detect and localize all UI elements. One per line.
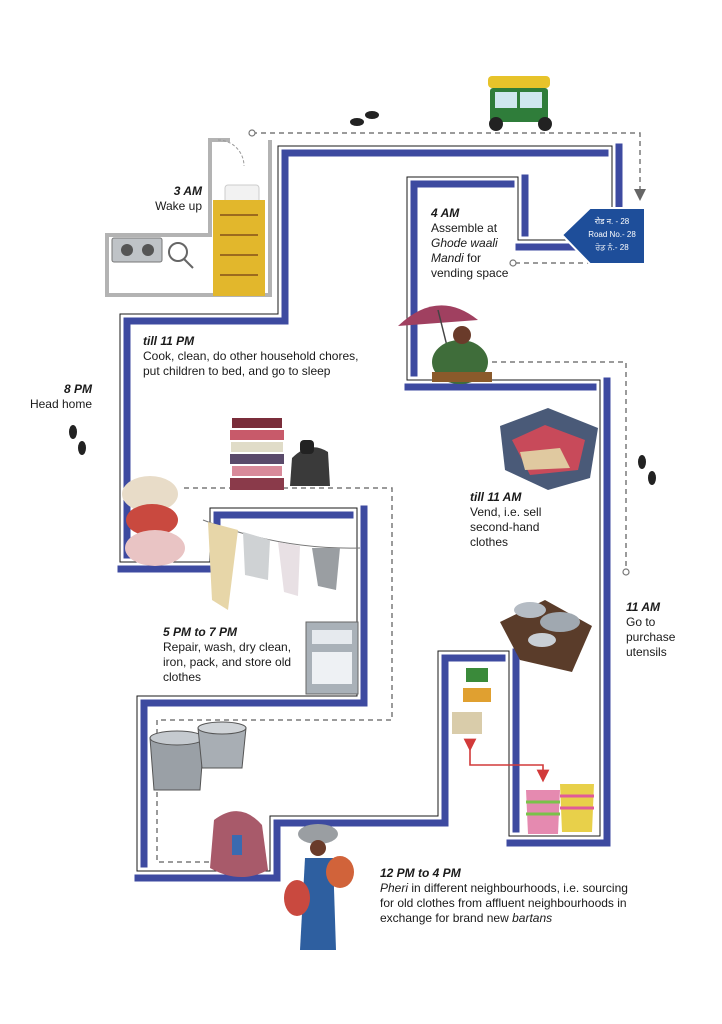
label-pheri: 12 PM to 4 PM Pheri in different neighbo… xyxy=(380,866,680,926)
road-sign-line1: रोड न. - 28 xyxy=(595,216,630,226)
label-assemble-line2: Ghode waali xyxy=(431,236,498,250)
label-pheri-line1b: in different neighbourhoods, i.e. sourci… xyxy=(408,881,628,895)
label-pheri-line3a: exchange for brand new xyxy=(380,911,513,925)
label-repair-line3: clothes xyxy=(163,670,202,684)
label-vend: till 11 AM Vend, i.e. sell second-hand c… xyxy=(470,490,570,550)
label-pheri-line2: for old clothes from affluent neighbourh… xyxy=(380,896,627,910)
label-pheri-line1a: Pheri xyxy=(380,881,409,895)
label-repair-line1: Repair, wash, dry clean, xyxy=(163,640,292,654)
utensils-icon xyxy=(500,600,592,672)
label-repair-time: 5 PM to 7 PM xyxy=(163,625,238,639)
road-sign-line2: Road No.- 28 xyxy=(588,230,636,239)
label-pheri-line3b: bartans xyxy=(512,911,553,925)
label-home-chores-line2: put children to bed, and go to sleep xyxy=(143,364,331,378)
dashed-route-store xyxy=(156,487,393,863)
home-outline-path xyxy=(105,138,272,297)
label-assemble: 4 AM Assemble at Ghode waali Mandi for v… xyxy=(431,206,551,281)
main-route-path xyxy=(116,142,623,882)
clothes-pile-icon xyxy=(500,408,598,490)
label-assemble-time: 4 AM xyxy=(431,206,460,220)
label-pheri-time: 12 PM to 4 PM xyxy=(380,866,461,880)
baskets-icon xyxy=(526,784,594,834)
walking-woman-icon xyxy=(284,824,354,950)
road-sign-icon: रोड न. - 28 Road No.- 28 ਰੋਡ ਨੰ.- 28 xyxy=(560,207,646,265)
label-repair: 5 PM to 7 PM Repair, wash, dry clean, ir… xyxy=(163,625,308,685)
folded-clothes-icon xyxy=(230,418,284,490)
label-purchase: 11 AM Go to purchase utensils xyxy=(626,600,706,660)
label-assemble-line3a: Mandi xyxy=(431,251,464,265)
label-assemble-line4: vending space xyxy=(431,266,509,280)
road-sign-line3: ਰੋਡ ਨੰ.- 28 xyxy=(594,242,629,252)
dashed-route-to-utensils xyxy=(492,361,627,570)
label-home-chores-time: till 11 PM xyxy=(143,334,195,348)
label-home-chores: till 11 PM Cook, clean, do other househo… xyxy=(143,334,383,379)
label-purchase-line2: purchase xyxy=(626,630,676,644)
small-clothes-icon xyxy=(452,668,491,734)
label-purchase-time: 11 AM xyxy=(626,600,661,614)
exchange-arrow xyxy=(463,738,550,783)
clothesline-icon xyxy=(202,519,361,610)
label-head-home-text: Head home xyxy=(29,397,92,411)
label-assemble-line3b: for xyxy=(463,251,482,265)
sack-icon xyxy=(210,811,268,878)
auto-rickshaw-icon xyxy=(488,76,552,131)
label-assemble-line1: Assemble at xyxy=(431,221,498,235)
label-repair-line2: iron, pack, and store old xyxy=(163,655,292,669)
dashed-route-to-road xyxy=(252,132,646,201)
label-wake-up-time: 3 AM xyxy=(173,184,202,198)
washing-machine-icon xyxy=(305,621,359,695)
label-head-home-time: 8 PM xyxy=(63,382,92,396)
cloth-bundles-icon xyxy=(122,476,185,566)
label-vend-line2: second-hand xyxy=(470,520,540,534)
label-wake-up-text: Wake up xyxy=(155,199,202,213)
label-purchase-line3: utensils xyxy=(626,645,667,659)
footprints-icon xyxy=(69,111,656,485)
umbrella-vendor-icon xyxy=(398,305,492,384)
label-head-home: 8 PM Head home xyxy=(20,382,92,412)
iron-icon xyxy=(290,440,330,486)
bed-icon xyxy=(213,184,265,296)
label-vend-time: till 11 AM xyxy=(470,490,522,504)
tubs-icon xyxy=(149,721,247,791)
label-wake-up: 3 AM Wake up xyxy=(120,184,202,214)
label-vend-line1: Vend, i.e. sell xyxy=(470,505,542,519)
stove-icon xyxy=(111,237,194,269)
label-purchase-line1: Go to xyxy=(626,615,656,629)
door-arc xyxy=(217,139,245,167)
label-vend-line3: clothes xyxy=(470,535,509,549)
label-home-chores-line1: Cook, clean, do other household chores, xyxy=(143,349,359,363)
